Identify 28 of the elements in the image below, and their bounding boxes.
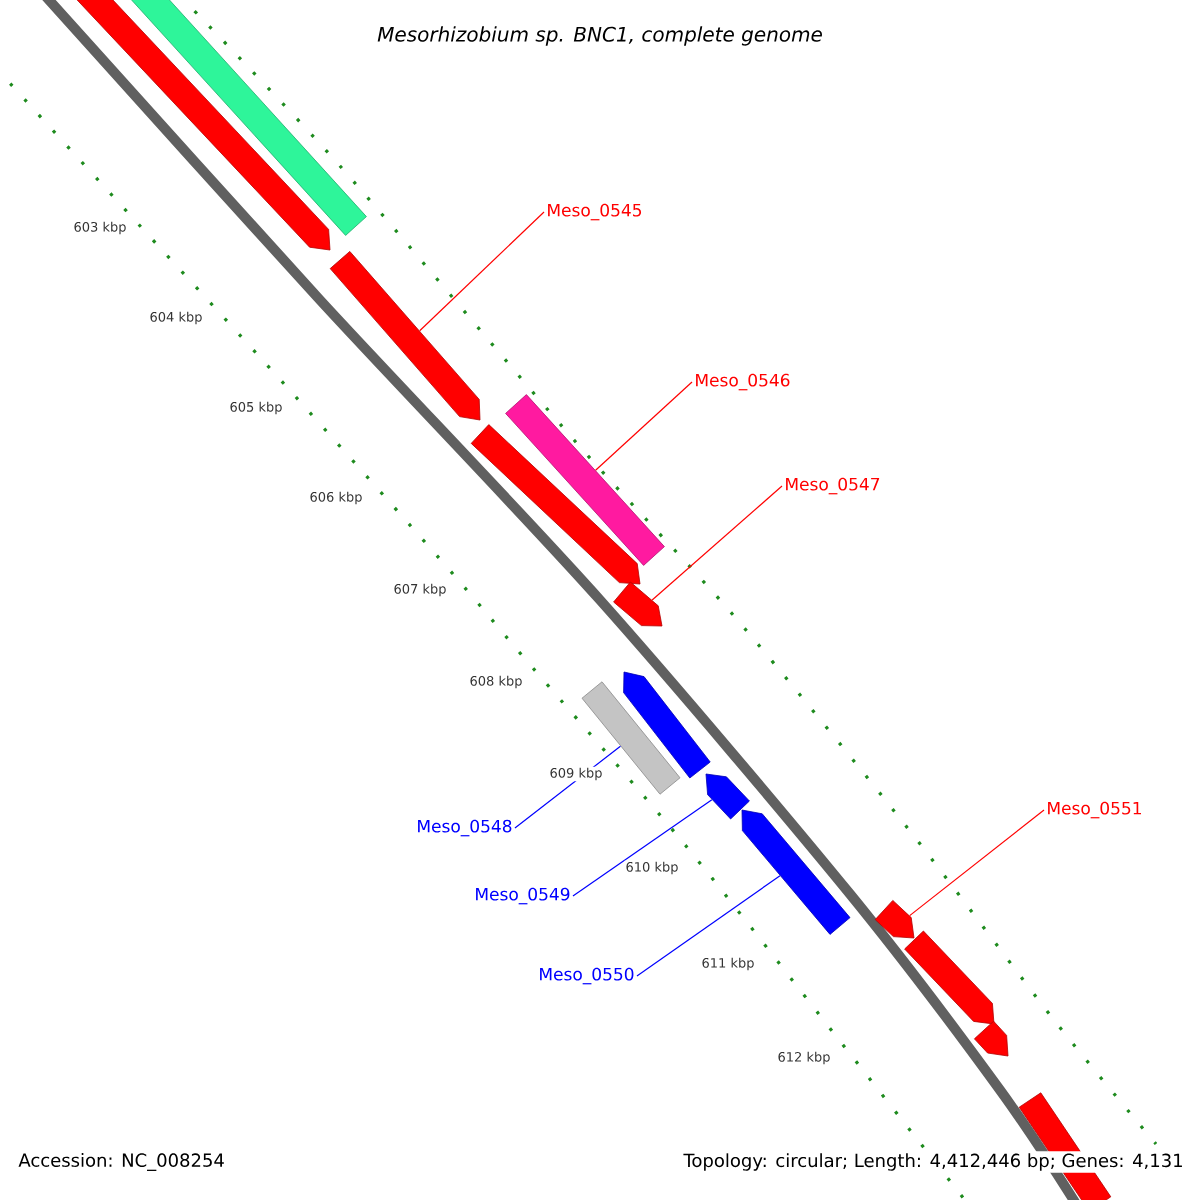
leader-line	[636, 875, 781, 977]
gene-feature	[581, 681, 681, 795]
accession-text: Accession: NC_008254	[18, 1153, 224, 1171]
gene-feature	[974, 1020, 1009, 1057]
gene-feature	[705, 773, 750, 820]
gene-label: Meso_0545	[548, 203, 642, 221]
gene-feature	[874, 900, 915, 939]
leader-line	[909, 809, 1045, 917]
gene-feature	[613, 581, 663, 627]
genome-info-text: Topology: circular; Length: 4,412,446 bp; Genes: 4,131	[681, 1151, 1186, 1173]
gene-label: Meso_0550	[540, 967, 634, 985]
title: Mesorhizobium sp. BNC1, complete genome	[375, 24, 825, 48]
leader-line	[572, 799, 713, 897]
leader-line	[595, 381, 693, 471]
leader-line	[419, 211, 545, 332]
gene-feature	[904, 930, 995, 1025]
gene-feature	[741, 809, 851, 935]
leader-line	[651, 485, 783, 601]
gene-feature	[470, 424, 641, 585]
gene-label: Meso_0546	[696, 373, 790, 391]
gene-label: Meso_0551	[1048, 801, 1141, 819]
gene-feature	[329, 251, 481, 421]
gene-feature	[623, 671, 711, 779]
gene-label: Meso_0547	[786, 477, 880, 495]
gene-feature	[125, 0, 367, 236]
gene-feature	[505, 394, 665, 566]
gene-label: Meso_0549	[476, 887, 570, 905]
gene-label: Meso_0548	[418, 819, 512, 837]
